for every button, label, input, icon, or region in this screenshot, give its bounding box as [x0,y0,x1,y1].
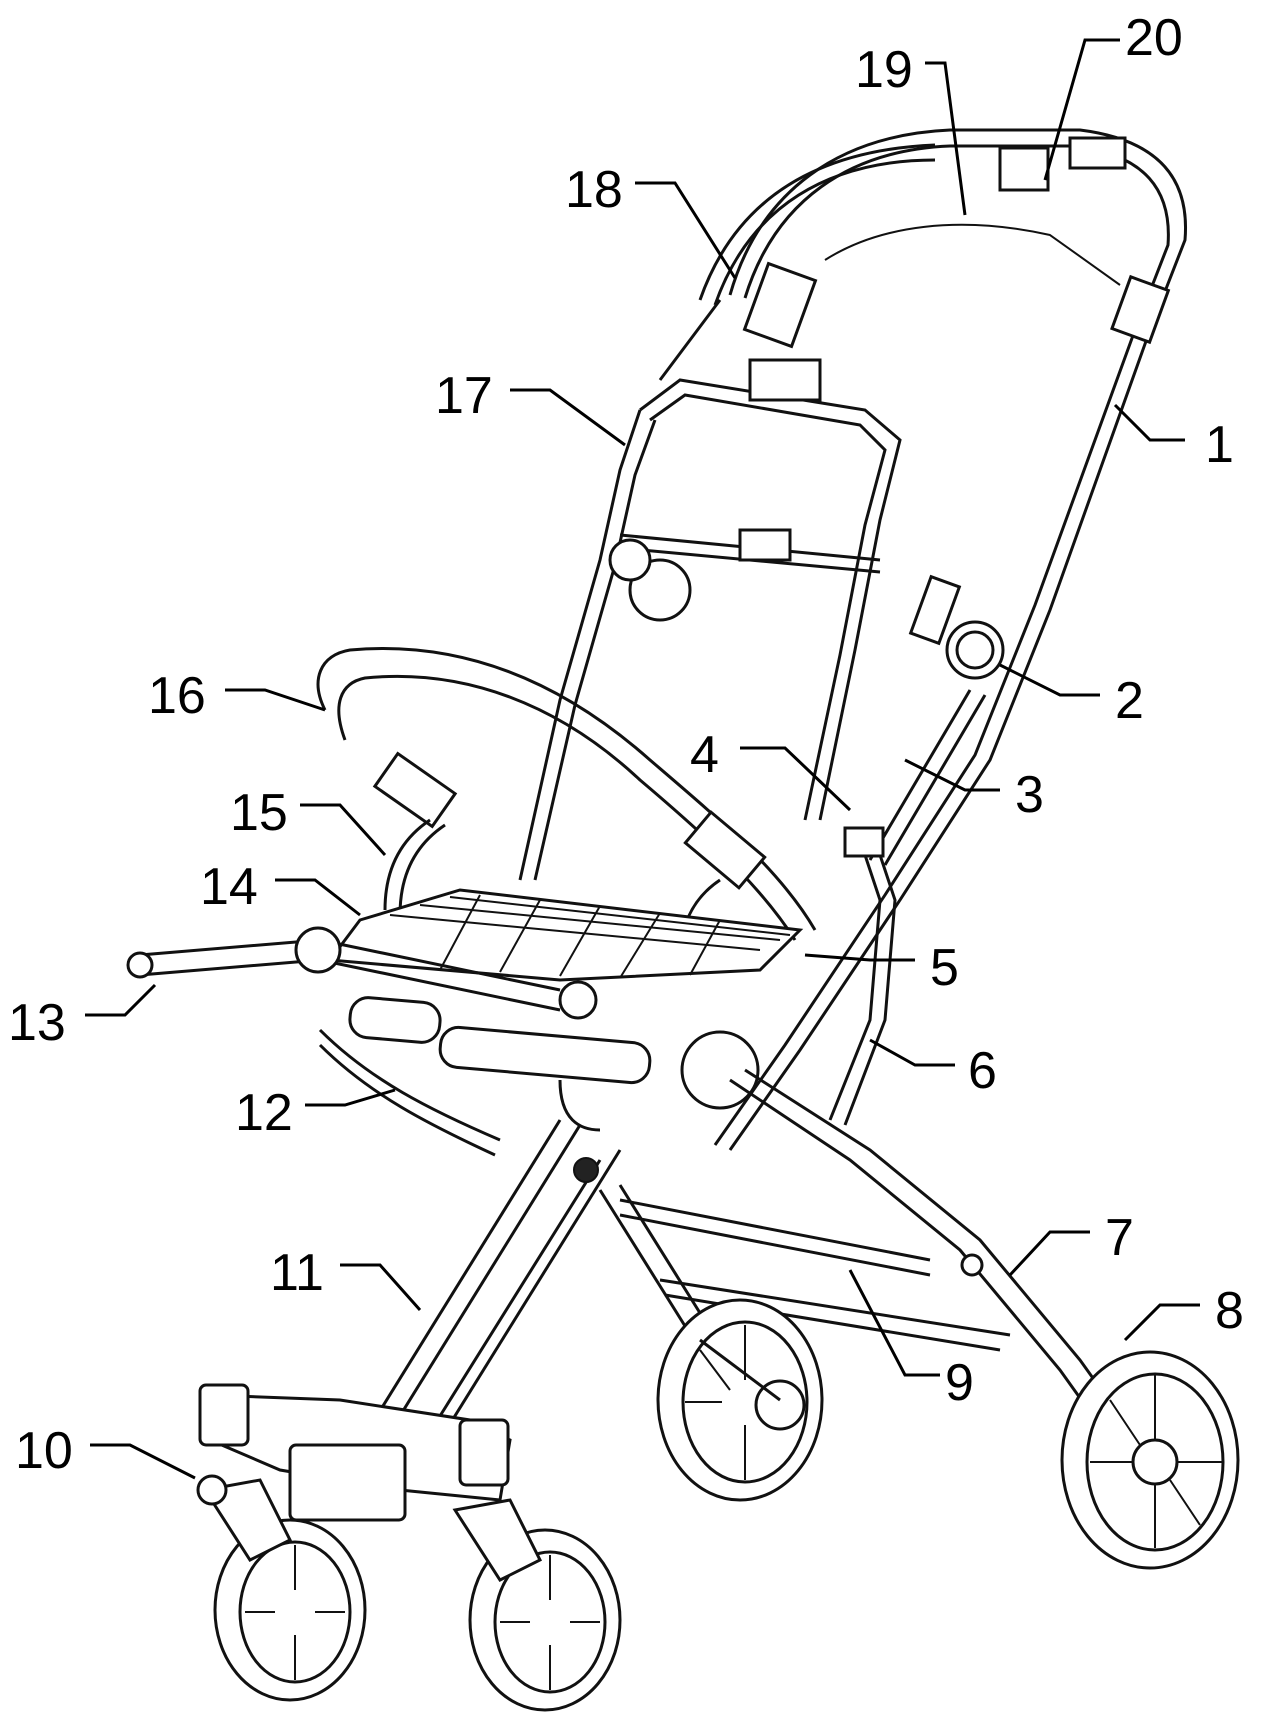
brake-switch [1000,148,1048,190]
leader-15 [300,805,385,855]
front-leg [365,1120,620,1440]
label-12: 12 [235,1084,293,1142]
rear-wheel-middle [658,1300,822,1500]
label-20: 20 [1125,9,1183,67]
label-2: 2 [1115,672,1144,730]
leader-8 [1125,1305,1200,1340]
leader-19 [925,63,965,215]
label-6: 6 [968,1042,997,1100]
leader-12 [305,1090,395,1105]
label-14: 14 [200,858,258,916]
label-10: 10 [15,1422,73,1480]
leader-10 [90,1445,195,1478]
leader-16 [225,690,325,710]
side-knob [911,577,1003,678]
leader-6 [870,1040,955,1065]
label-8: 8 [1215,1282,1244,1340]
label-1: 1 [1205,416,1234,474]
label-15: 15 [230,784,288,842]
seat-back-frame [520,300,900,880]
label-5: 5 [930,939,959,997]
leader-lines [85,40,1200,1478]
leader-11 [340,1265,420,1310]
front-base [198,1385,540,1580]
label-3: 3 [1015,766,1044,824]
leader-2 [1000,665,1100,695]
leader-7 [1010,1232,1090,1275]
label-18: 18 [565,161,623,219]
label-11: 11 [270,1244,324,1302]
label-9: 9 [945,1354,974,1412]
label-17: 17 [435,367,493,425]
rear-wheel-right [1062,1352,1238,1568]
front-wheel-left [215,1520,365,1700]
label-16: 16 [148,667,206,725]
label-19: 19 [855,41,913,99]
leader-1 [1115,405,1185,440]
leader-18 [635,183,735,278]
leader-17 [510,390,625,445]
label-4: 4 [690,726,719,784]
seat-support [320,996,758,1155]
label-7: 7 [1105,1209,1134,1267]
handle-frame [700,130,1186,1150]
label-13: 13 [8,994,66,1052]
reference-numerals: 1 2 3 4 5 6 7 8 9 10 11 12 13 14 15 16 1… [8,9,1244,1480]
leader-14 [275,880,360,915]
leader-13 [85,985,155,1015]
